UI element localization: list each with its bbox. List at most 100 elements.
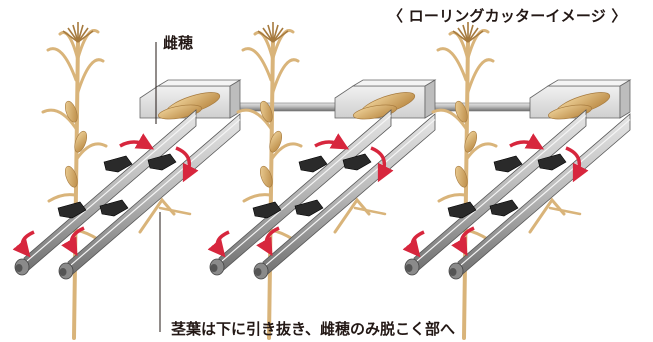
corn-plant-node [259, 165, 273, 188]
corn-plant-tassel [77, 24, 84, 43]
front-roller-highlight [262, 119, 436, 269]
rear-roller [23, 109, 197, 275]
corn-plant-tassel [467, 27, 479, 43]
corn-plant-node [74, 130, 88, 153]
corn-plant-leaf [241, 47, 273, 82]
front-roller [67, 113, 241, 279]
corn-plant-tassel [267, 24, 274, 43]
gripper-lug [103, 155, 133, 173]
gear-housing-side [619, 79, 631, 119]
gripper-lug [57, 201, 87, 219]
corn-plant-tassel [272, 30, 289, 43]
corn-plant-tassel [272, 24, 279, 43]
rear-roller [413, 109, 587, 275]
corn-plant-leaf [448, 31, 470, 62]
corn-plant-stalk [267, 38, 275, 340]
gripper-lug [99, 199, 129, 217]
corn-plant-leaf [46, 47, 78, 82]
cutter-unit-1 [12, 22, 242, 340]
gripper-lug [294, 199, 324, 217]
rear-roller-bearing [15, 264, 23, 272]
corn-plant-leaf [75, 58, 105, 97]
gear-housing-top [546, 79, 632, 87]
rotation-arrow [256, 226, 280, 257]
rotation-arrow [12, 230, 35, 258]
corn-plant-leaf [436, 47, 468, 82]
corn-plant-leaf [270, 58, 300, 97]
corn-ear-husk [547, 104, 593, 120]
corn-plant-node [64, 165, 78, 188]
corn-plant-stalk [462, 38, 470, 340]
corn-plant [41, 22, 108, 340]
corn-plant-leaf [253, 31, 275, 62]
corn-plant-tassel [67, 27, 79, 43]
pulled-leaf [548, 206, 582, 216]
rotation-arrow [509, 133, 545, 150]
corn-plant [236, 22, 303, 340]
diagram-title: 〈 ローリングカッターイメージ 〉 [388, 7, 627, 25]
gripper-lug [537, 153, 567, 171]
corn-plant-leaf [437, 193, 467, 203]
corn-plant-node [269, 130, 283, 153]
ear-callout-label: 雌穂 [163, 34, 194, 52]
gear-housing-top [351, 79, 437, 87]
rotation-arrow [61, 226, 85, 257]
corn-plant-tassel [262, 27, 274, 43]
corn-plant [431, 22, 498, 340]
rotation-arrow [451, 226, 475, 257]
front-roller-bearing [59, 268, 67, 276]
rotation-arrow [370, 146, 394, 183]
rear-roller-highlight [413, 115, 587, 265]
corn-plant-stalk [72, 38, 80, 340]
gripper-lug [252, 201, 282, 219]
rear-roller-bearing [210, 264, 218, 272]
front-roller [457, 113, 631, 279]
corn-plant-node [464, 130, 478, 153]
corn-plant-tassel [77, 27, 89, 43]
corn-plant-leaf [431, 108, 469, 132]
corn-plant-tassel [257, 30, 274, 43]
corn-plant-tassel [452, 30, 469, 43]
corn-plant-leaf [464, 142, 498, 162]
rear-roller-bearing [405, 264, 413, 272]
cutter-unit-3 [402, 22, 632, 340]
corn-plant-node [454, 100, 468, 123]
rotation-arrow [175, 146, 199, 183]
rear-roller-highlight [23, 115, 197, 265]
front-roller-bearing [449, 268, 457, 276]
gripper-lug [447, 201, 477, 219]
corn-plant-node [259, 100, 273, 123]
rotation-arrow [402, 230, 425, 258]
rotation-arrow [314, 133, 350, 150]
corn-plant-leaf [47, 193, 77, 203]
gripper-lug [342, 153, 372, 171]
stalk-callout-label: 茎葉は下に引き抜き、雌穂のみ脱こく部へ [171, 320, 455, 338]
corn-plant-tassel [457, 27, 469, 43]
front-roller [262, 113, 436, 279]
corn-plant-tassel [77, 30, 94, 43]
corn-plant-tassel [272, 27, 284, 43]
gripper-lug [489, 199, 519, 217]
corn-plant-leaf [269, 142, 303, 162]
rotation-arrow [565, 146, 589, 183]
rear-roller-highlight [218, 115, 392, 265]
corn-plant-leaf [465, 58, 495, 97]
corn-plant-tassel [467, 30, 484, 43]
corn-plant-leaf [74, 142, 108, 162]
front-roller-bearing [254, 268, 262, 276]
gear-housing-top [156, 79, 242, 87]
corn-ear-husk [352, 104, 398, 120]
corn-plant-tassel [62, 30, 79, 43]
pulled-leaf [353, 206, 387, 216]
rear-roller [218, 109, 392, 275]
front-roller-highlight [457, 119, 631, 269]
rotation-arrow [119, 133, 155, 150]
gripper-lug [298, 155, 328, 173]
corn-plant-leaf [58, 31, 80, 62]
gripper-lug [147, 153, 177, 171]
corn-plant-leaf [41, 108, 79, 132]
corn-plant-leaf [236, 108, 274, 132]
corn-plant-leaf [242, 193, 272, 203]
